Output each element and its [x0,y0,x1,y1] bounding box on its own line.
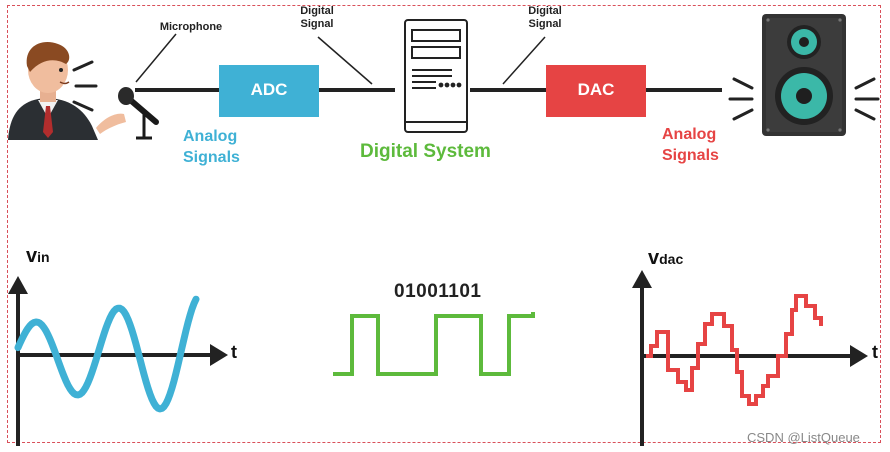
vdac-axes [632,270,868,446]
vdac-t-label: t [872,342,878,362]
digital-signal-left-label: Digital Signal [285,5,349,31]
voice-waves-icon [72,60,98,112]
diagram-frame [7,5,881,443]
digital-signal-right-line1: Digital [528,5,562,17]
analog-out-line2: Signals [662,147,719,164]
microphone-icon [118,87,159,140]
speaker-sound-waves-right-icon [854,77,880,121]
speaker-icon [762,14,846,136]
digital-signal-left-line2: Signal [300,18,334,30]
digital-system-label: Digital System [360,141,491,162]
analog-out-line1: Analog [662,126,717,143]
digital-signal-right-label: Digital Signal [513,5,577,31]
vdac-main: v [648,247,660,269]
vdac-staircase-wave [646,294,823,406]
speaker-sound-waves-left-icon [728,77,754,121]
dac-box [546,65,646,117]
analog-in-line2: Signals [183,149,240,166]
digital-signal-right-line2: Signal [528,18,562,30]
vdac-axis-label: vdac [648,247,683,270]
vin-sub: in [37,249,50,265]
microphone-label: Microphone [159,21,223,33]
dac-label: DAC [577,80,615,99]
analog-signals-in-label: Analog Signals [183,126,240,168]
adc-box [219,65,319,117]
person-speaking-icon [8,42,126,140]
vin-axis-label: vin [26,245,50,268]
analog-in-line1: Analog [183,128,238,145]
vin-analog-wave [14,295,200,413]
digital-square-wave [333,312,535,376]
digital-code-label: 01001101 [394,281,482,302]
digital-signal-left-line1: Digital [300,5,334,17]
digital-signal-right-leader-line [502,36,546,85]
digital-signal-left-leader-line [317,36,373,85]
vin-t-label: t [231,342,237,362]
vin-main: v [26,245,38,267]
microphone-leader-line [135,33,177,83]
computer-tower-icon [404,19,468,133]
adc-label: ADC [250,80,288,99]
vdac-sub: dac [659,251,684,267]
analog-signals-out-label: Analog Signals [662,124,719,166]
watermark: CSDN @ListQueue [747,430,860,445]
